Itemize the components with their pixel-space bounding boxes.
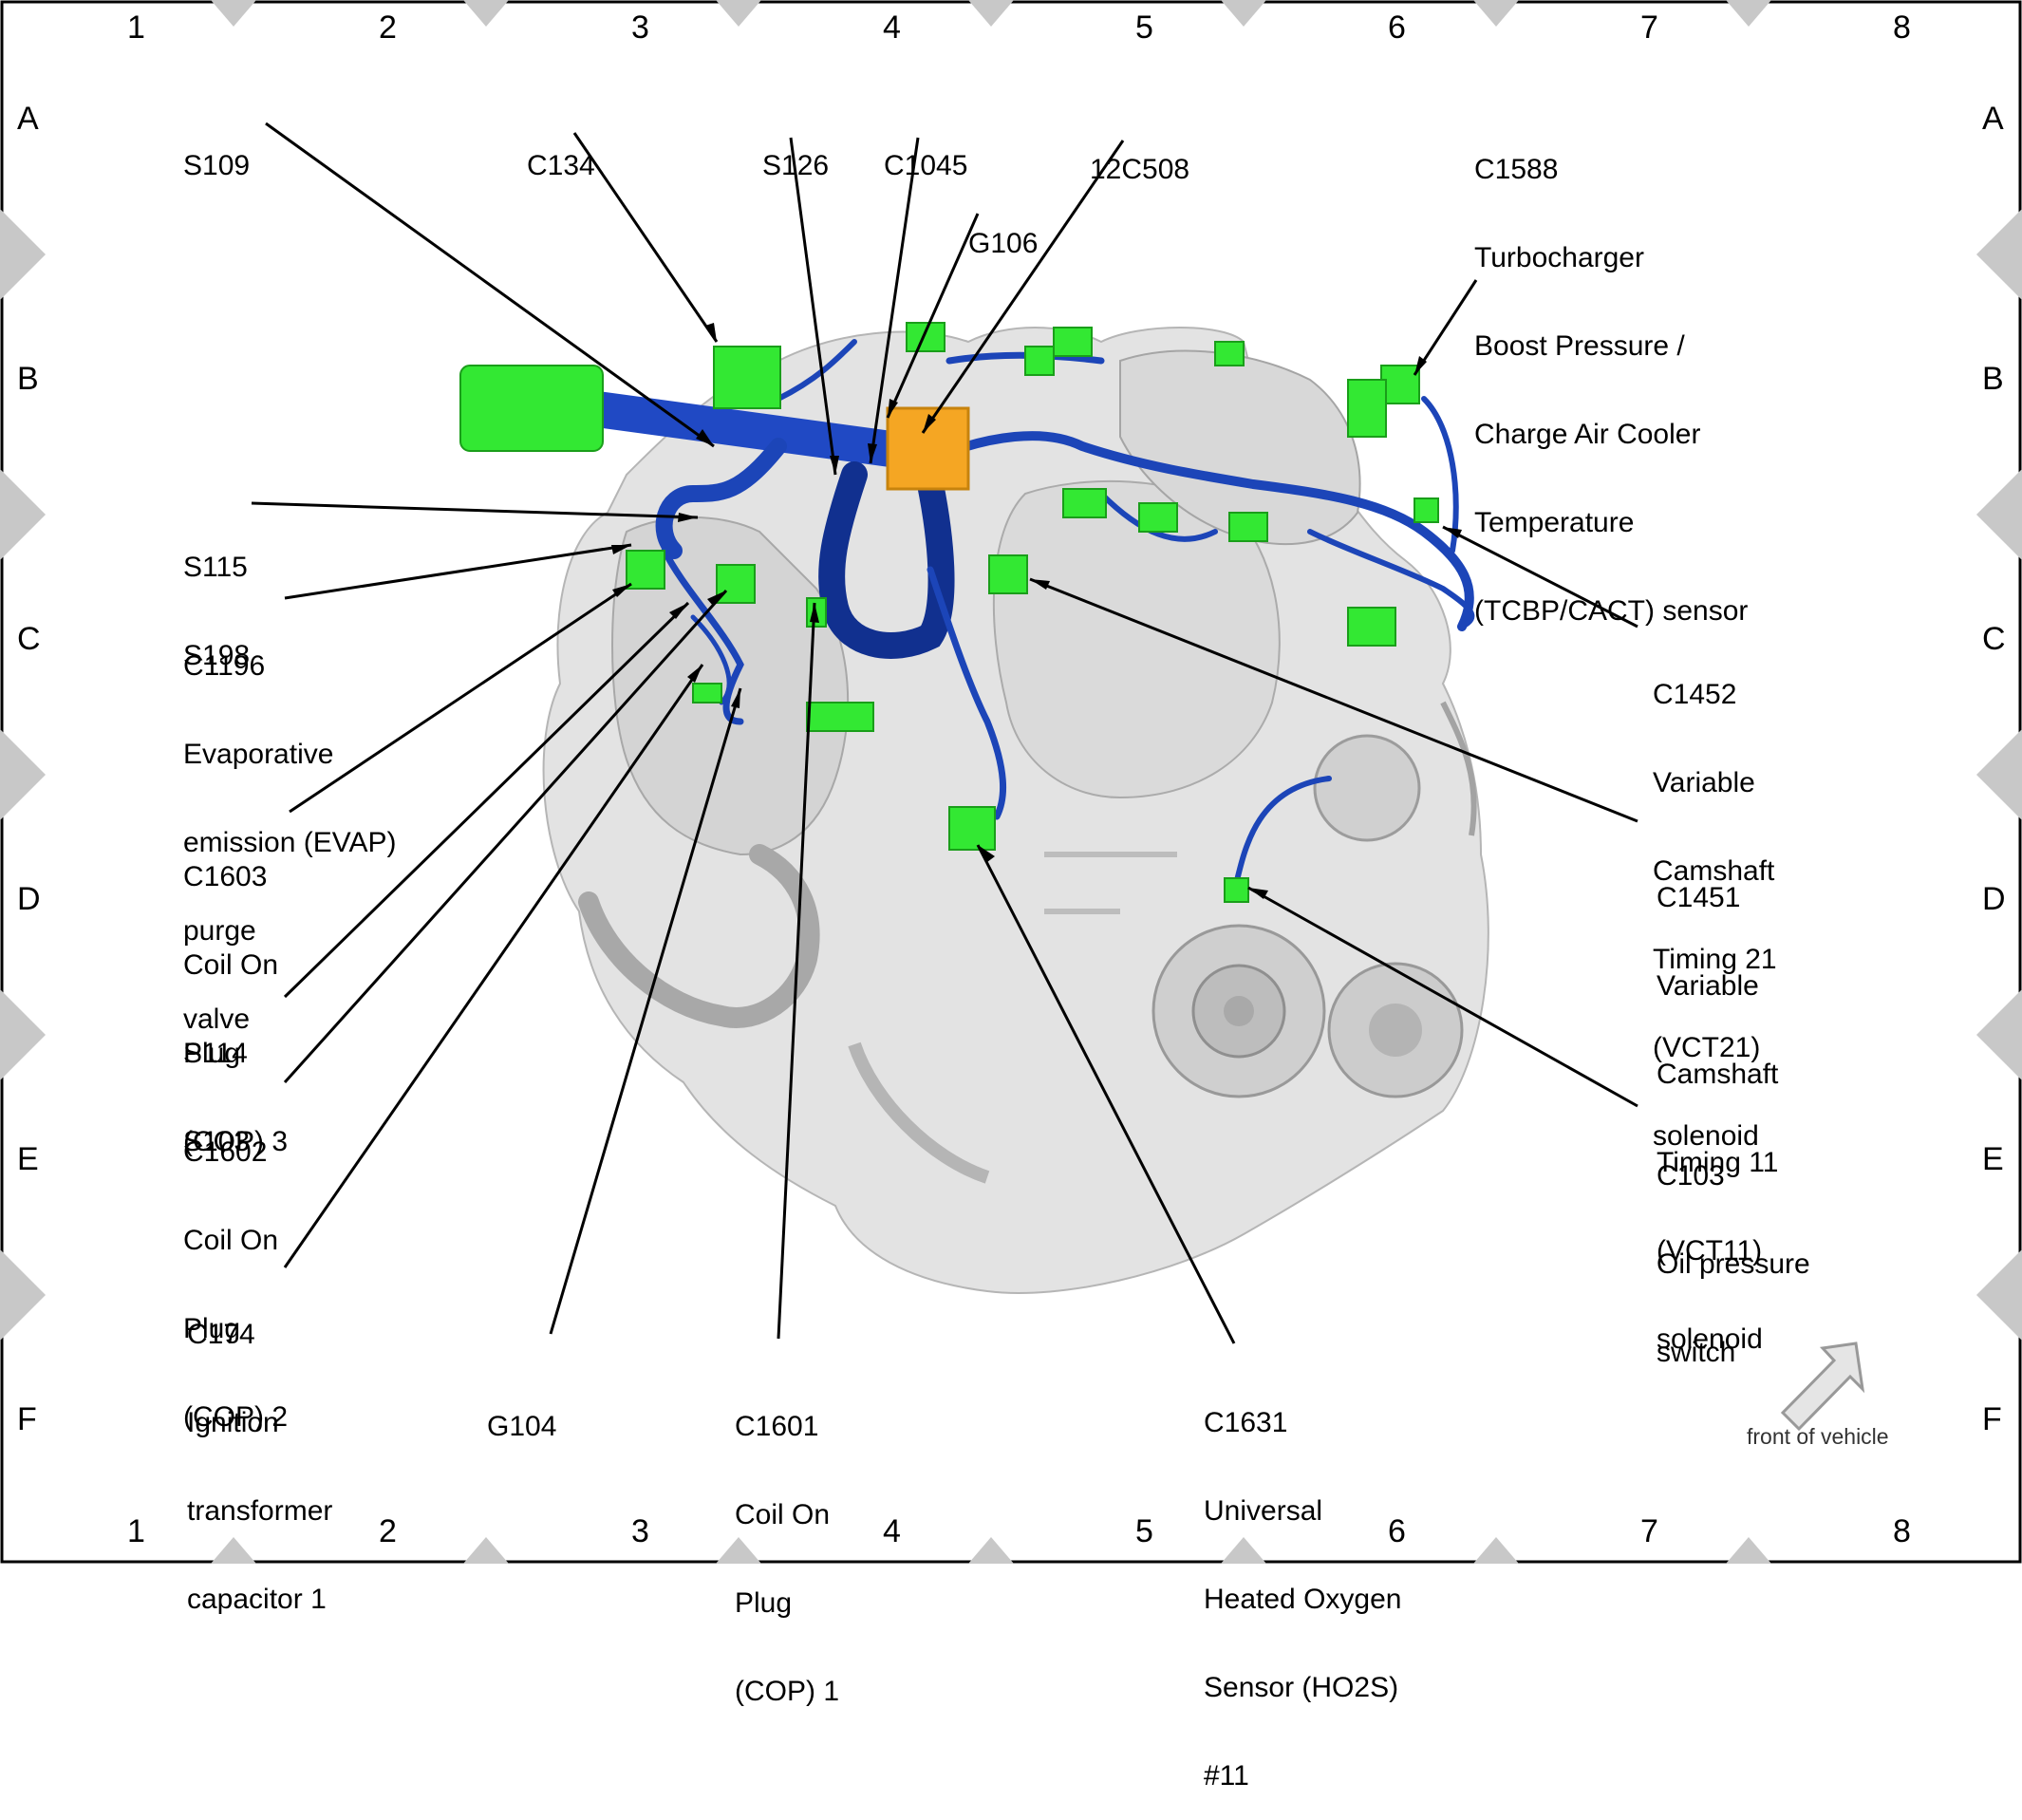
grid-col-5-bottom: 5 [1135,1513,1153,1549]
grid-row-c-left: C [17,621,41,657]
callout-c1045: C1045 [884,150,968,181]
callout-g106: G106 [968,228,1039,259]
grid-row-c-right: C [1982,621,2006,657]
grid-col-6-top: 6 [1388,9,1406,46]
grid-row-b-right: B [1982,361,2004,397]
border-markers [0,0,2022,1564]
grid-col-4-bottom: 4 [883,1513,901,1549]
callout-c103: C103 Oil pressure switch [1657,1160,1810,1368]
grid-row-f-right: F [1982,1401,2002,1437]
grid-col-6-bottom: 6 [1388,1513,1406,1549]
grid-col-2-top: 2 [379,9,397,46]
grid-col-1-top: 1 [127,9,145,46]
grid-col-8-top: 8 [1893,9,1911,46]
callout-c1631: C1631 Universal Heated Oxygen Sensor (HO… [1204,1407,1402,1792]
grid-col-3-bottom: 3 [631,1513,649,1549]
callout-c174: C174 Ignition transformer capacitor 1 [187,1319,333,1615]
connectors [459,322,1439,903]
wiring-diagram [0,0,2022,1564]
leader-lines [251,122,1638,1344]
grid-row-d-right: D [1982,881,2006,917]
callout-12c508: 12C508 [1090,154,1190,185]
grid-row-a-left: A [17,101,39,137]
front-of-vehicle-label: front of vehicle [1747,1424,1889,1449]
callout-s115-s198: S115 S198 [183,552,251,671]
grid-col-3-top: 3 [631,9,649,46]
grid-row-f-left: F [17,1401,37,1437]
grid-col-1-bottom: 1 [127,1513,145,1549]
grid-row-e-left: E [17,1141,39,1177]
callout-s126: S126 [762,150,830,181]
callout-c1603: C1603 Coil On Plug (COP) 3 [183,861,289,1157]
callout-c134: C134 [527,150,595,181]
grid-row-d-left: D [17,881,41,917]
grid-col-8-bottom: 8 [1893,1513,1911,1549]
callout-g104: G104 [487,1411,557,1442]
grid-col-2-bottom: 2 [379,1513,397,1549]
grid-row-e-right: E [1982,1141,2004,1177]
callout-c1451: C1451 Variable Camshaft Timing 11 (VCT11… [1657,882,1779,1355]
grid-col-7-top: 7 [1640,9,1658,46]
callout-c1452: C1452 Variable Camshaft Timing 21 (VCT21… [1653,679,1777,1152]
callout-c1196: C1196 Evaporative emission (EVAP) purge … [183,650,397,1035]
leader-arrowheads [611,323,1462,899]
engine-illustration [542,327,1489,1294]
front-of-vehicle-arrow-icon [1780,1342,1865,1432]
callout-c1601: C1601 Coil On Plug (COP) 1 [735,1411,840,1707]
grid-col-5-top: 5 [1135,9,1153,46]
callout-s109: S109 [183,150,251,181]
grid-row-a-right: A [1982,101,2004,137]
callout-s114-s103: S114 S103 [183,1038,251,1157]
grid-col-7-bottom: 7 [1640,1513,1658,1549]
callout-c1588: C1588 Turbocharger Boost Pressure / Char… [1474,154,1749,627]
grid-col-4-top: 4 [883,9,901,46]
callout-c1602: C1602 Coil On Plug (COP) 2 [183,1136,289,1433]
grid-row-b-left: B [17,361,39,397]
